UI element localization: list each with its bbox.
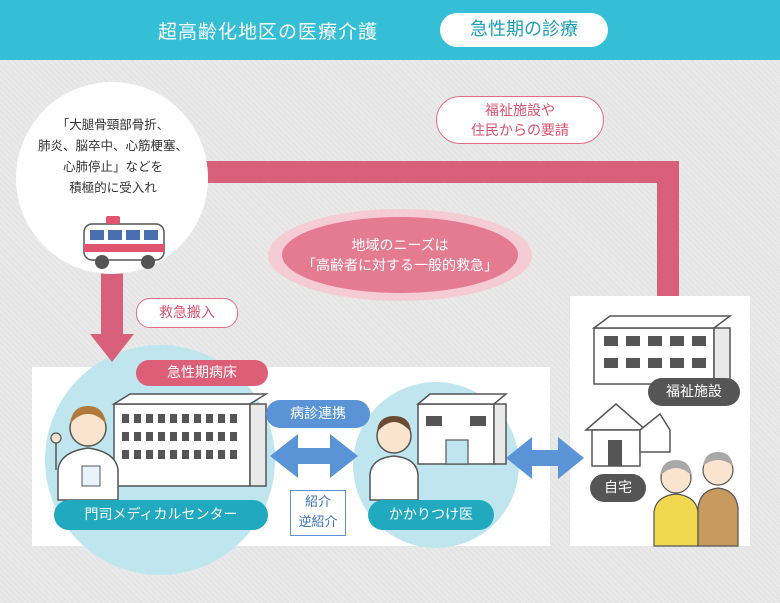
house-icon bbox=[583, 403, 671, 467]
emergency-transport-pill: 救急搬入 bbox=[136, 298, 238, 328]
hospital-collab-pill: 病診連携 bbox=[266, 400, 370, 428]
monji-medical-label: 門司メディカルセンター bbox=[54, 500, 268, 530]
request-line-1: 福祉施設や bbox=[485, 103, 555, 119]
intro-line-4: 積極的に受入れ bbox=[69, 180, 157, 195]
request-arrow bbox=[180, 161, 679, 296]
welfare-facility-building-icon bbox=[591, 315, 733, 385]
page-title: 超高齢化地区の医療介護 bbox=[158, 21, 379, 43]
doctor-figure-icon bbox=[50, 406, 119, 501]
down-arrow-head bbox=[90, 334, 134, 362]
hospital-building-icon bbox=[111, 393, 269, 487]
elderly-couple-icon bbox=[653, 452, 739, 547]
family-doctor-figure-icon bbox=[369, 416, 419, 501]
home-label: 自宅 bbox=[590, 474, 646, 502]
community-double-arrow bbox=[506, 437, 584, 479]
needs-text: 地域のニーズは 「高齢者に対する一般的救急」 bbox=[282, 236, 518, 276]
referral-line-2: 逆紹介 bbox=[298, 515, 338, 530]
intro-line-3: 心肺停止」などを bbox=[62, 159, 163, 174]
family-doctor-label: かかりつけ医 bbox=[368, 500, 494, 530]
referral-line-1: 紹介 bbox=[304, 495, 331, 510]
intro-line-1: 「大腿骨頸部骨折、 bbox=[56, 117, 170, 132]
collab-double-arrow bbox=[270, 434, 358, 478]
section-badge: 急性期の診療 bbox=[440, 13, 608, 47]
welfare-facility-label: 福祉施設 bbox=[648, 378, 740, 406]
request-pill: 福祉施設や 住民からの要請 bbox=[436, 96, 604, 144]
needs-bubble bbox=[282, 217, 518, 293]
clinic-building-icon bbox=[415, 393, 509, 465]
request-line-2: 住民からの要請 bbox=[471, 123, 569, 139]
acute-ward-pill: 急性期病床 bbox=[136, 360, 268, 386]
referral-box: 紹介 逆紹介 bbox=[290, 490, 346, 536]
header-bar bbox=[0, 0, 780, 60]
needs-line-1: 地域のニーズは bbox=[351, 238, 449, 254]
needs-line-2: 「高齢者に対する一般的救急」 bbox=[302, 258, 498, 274]
ambulance-icon bbox=[83, 216, 165, 269]
intro-line-2: 肺炎、脳卒中、心筋梗塞、 bbox=[37, 138, 188, 153]
intro-text: 「大腿骨頸部骨折、 肺炎、脳卒中、心筋梗塞、 心肺停止」などを 積極的に受入れ bbox=[30, 114, 196, 198]
